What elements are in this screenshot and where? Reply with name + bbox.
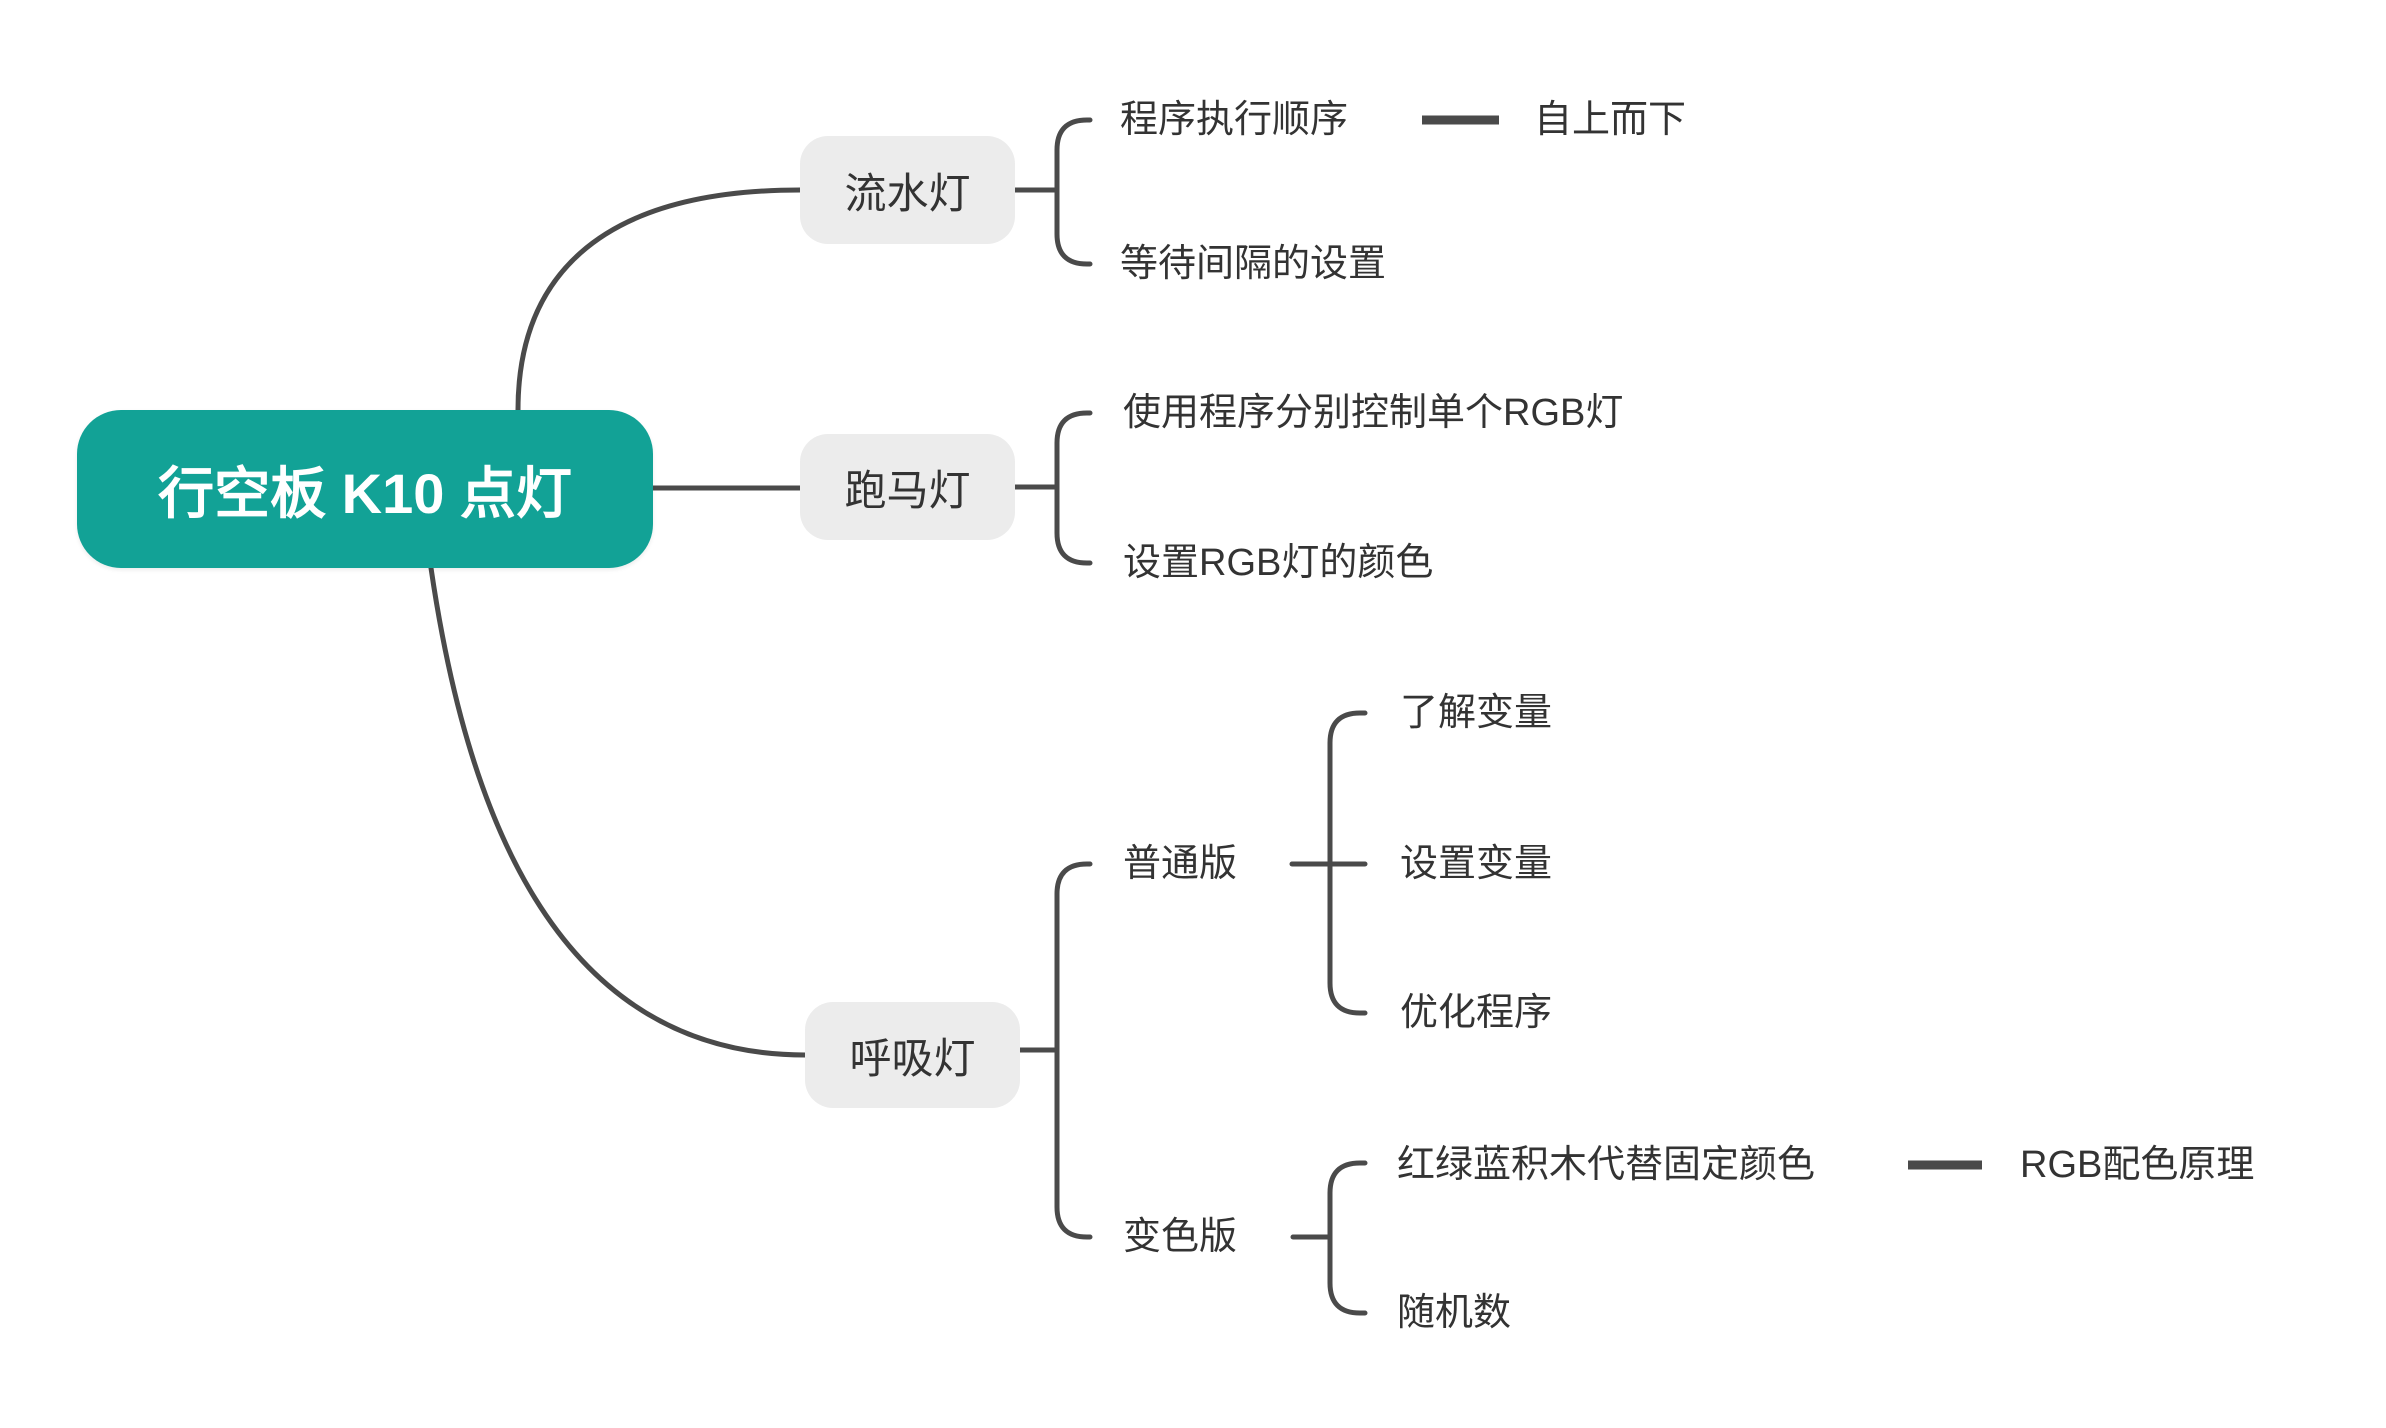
leaf-top-down[interactable]: 自上而下 <box>1534 99 1687 141</box>
leaf-control-single-rgb[interactable]: 使用程序分别控制单个RGB灯 <box>1123 392 1624 434</box>
leaf-set-variable[interactable]: 设置变量 <box>1400 843 1553 885</box>
branch-node-breathing-light[interactable]: 呼吸灯 <box>805 1002 1020 1108</box>
leaf-rgb-blocks-replace-fixed-color[interactable]: 红绿蓝积木代替固定颜色 <box>1397 1144 1816 1186</box>
leaf-normal-version[interactable]: 普通版 <box>1123 843 1238 885</box>
leaf-random-number[interactable]: 随机数 <box>1397 1292 1512 1334</box>
branch-node-flow-light[interactable]: 流水灯 <box>800 136 1015 244</box>
leaf-set-rgb-color[interactable]: 设置RGB灯的颜色 <box>1123 542 1434 584</box>
leaf-rgb-color-principle[interactable]: RGB配色原理 <box>2020 1144 2255 1186</box>
edge-root-to-breathing-light <box>428 565 808 1058</box>
leaf-understand-variable[interactable]: 了解变量 <box>1400 692 1553 734</box>
bracket-marquee-light <box>1054 410 1093 566</box>
bracket-color-change-version <box>1327 1160 1368 1316</box>
bracket-flow-light <box>1054 117 1093 267</box>
branch-node-marquee-light[interactable]: 跑马灯 <box>800 434 1015 540</box>
bracket-breathing-light <box>1054 861 1093 1240</box>
edge-root-to-flow-light <box>515 187 803 413</box>
root-node[interactable]: 行空板 K10 点灯 <box>77 410 653 568</box>
leaf-wait-interval[interactable]: 等待间隔的设置 <box>1120 243 1387 285</box>
leaf-exec-order[interactable]: 程序执行顺序 <box>1120 99 1349 141</box>
leaf-color-change-version[interactable]: 变色版 <box>1123 1216 1238 1258</box>
leaf-optimize-program[interactable]: 优化程序 <box>1400 992 1553 1034</box>
bracket-normal-version <box>1327 710 1368 1016</box>
